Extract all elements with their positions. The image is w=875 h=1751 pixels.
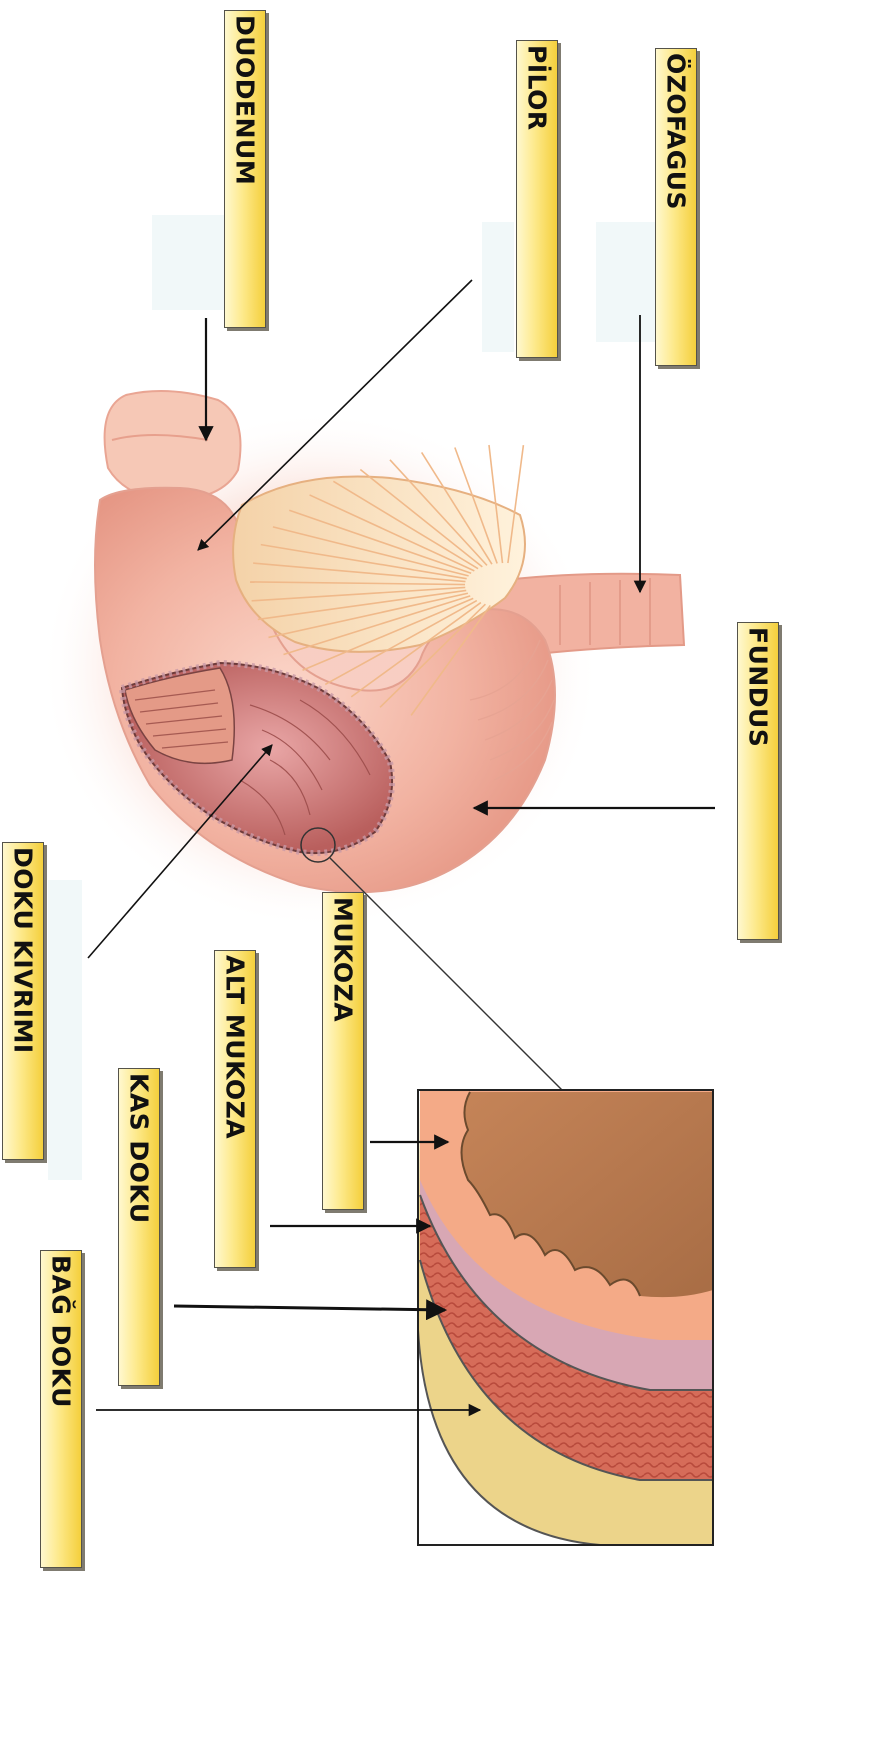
label-doku-kivrimi: DOKU KIVRIMI [2, 842, 44, 1160]
label-kas-doku: KAS DOKU [118, 1068, 160, 1386]
label-duodenum: DUODENUM [224, 10, 266, 328]
label-mukoza-text: MUKOZA [329, 897, 358, 1022]
wall-layers-inset [418, 1090, 713, 1545]
label-pilor: PİLOR [516, 40, 558, 358]
label-pilor-text: PİLOR [523, 45, 552, 131]
label-ozofagus-text: ÖZOFAGUS [662, 53, 691, 210]
label-doku-kivrimi-text: DOKU KIVRIMI [9, 847, 38, 1054]
label-ozofagus: ÖZOFAGUS [655, 48, 697, 366]
label-bag-doku-text: BAĞ DOKU [47, 1255, 76, 1408]
arrow-kas-doku [174, 1306, 445, 1310]
label-fundus-text: FUNDUS [744, 627, 773, 747]
label-alt-mukoza: ALT MUKOZA [214, 950, 256, 1268]
label-bag-doku: BAĞ DOKU [40, 1250, 82, 1568]
label-kas-doku-text: KAS DOKU [125, 1073, 154, 1224]
duodenum-shape [105, 391, 241, 500]
label-alt-mukoza-text: ALT MUKOZA [221, 955, 250, 1139]
label-mukoza: MUKOZA [322, 892, 364, 1210]
label-fundus: FUNDUS [737, 622, 779, 940]
label-duodenum-text: DUODENUM [231, 15, 260, 185]
